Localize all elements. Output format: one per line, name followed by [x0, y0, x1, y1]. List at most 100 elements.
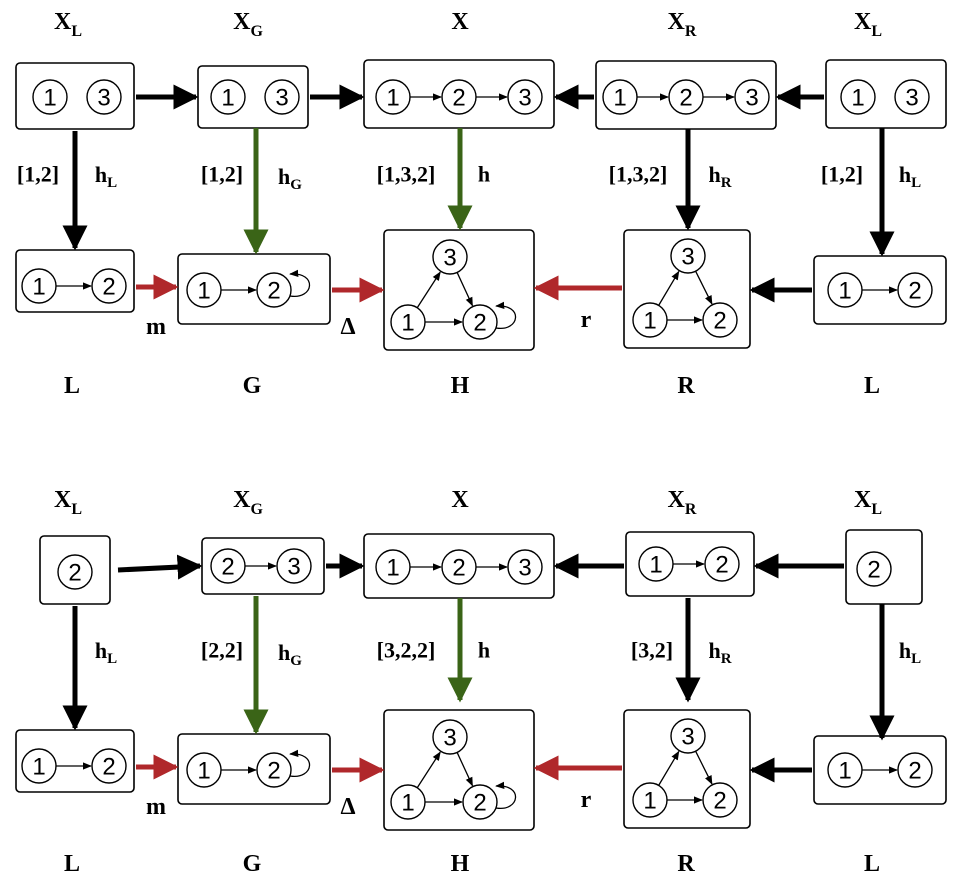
x-node-3-circle: [507, 79, 543, 115]
xl-right-node-1: 1: [840, 79, 876, 115]
h-node-2: 2: [462, 304, 498, 340]
h-node-1-label: 1: [401, 310, 414, 337]
l-right-node-1: 1: [827, 752, 863, 788]
l-left-node-2-circle: [91, 748, 127, 784]
xr-node-3: 3: [734, 79, 770, 115]
map-index-col4: [1,3,2]: [609, 162, 668, 187]
h-node-1: 1: [390, 784, 426, 820]
xg-node-1-circle: [210, 79, 246, 115]
g-node-1: 1: [186, 752, 222, 788]
label-m: m: [146, 794, 166, 820]
l-left-node-1-label: 1: [32, 274, 45, 301]
xr-node-1-label: 1: [613, 85, 626, 112]
h-node-1: 1: [390, 304, 426, 340]
xr-node-1: 1: [602, 79, 638, 115]
top-label-5: XL: [854, 487, 882, 518]
xg-node-2-circle: [264, 79, 300, 115]
l-right-node-2: 2: [897, 272, 933, 308]
xg-node-1: 1: [210, 79, 246, 115]
xl-right-node-1-label: 1: [851, 85, 864, 112]
h-node-3-label: 3: [443, 725, 456, 752]
xg-node-2-circle: [276, 548, 312, 584]
h-node-2-circle: [462, 784, 498, 820]
x-node-3-label: 3: [518, 85, 531, 112]
h-node-1-label: 1: [401, 790, 414, 817]
xl-left-node-1: 2: [57, 554, 93, 590]
r-node-1-label: 1: [643, 308, 656, 335]
map-name-col5: hL: [899, 162, 921, 192]
h-node-3-circle: [432, 719, 468, 755]
x-node-2: 2: [441, 79, 477, 115]
bottom-label-1: L: [64, 851, 80, 877]
g-node-1-label: 1: [197, 758, 210, 785]
xr-node-3-circle: [734, 79, 770, 115]
top-label-3: X: [451, 487, 469, 513]
x-node-3-label: 3: [518, 555, 531, 582]
l-right-node-2-label: 2: [908, 758, 921, 785]
xl-right-node-1: 2: [856, 551, 892, 587]
g-node-2-label: 2: [267, 758, 280, 785]
label-r: r: [581, 307, 592, 333]
r-node-1-label: 1: [643, 788, 656, 815]
g-node-2: 2: [256, 272, 292, 308]
xl-left-node-1-label: 2: [68, 560, 81, 587]
h-edge-1-3: [416, 751, 441, 789]
r-node-1: 1: [632, 782, 668, 818]
r-edge-1-3: [658, 750, 680, 786]
l-right-node-2-label: 2: [908, 278, 921, 305]
l-right-node-1: 1: [827, 272, 863, 308]
xl-left-node-2-label: 3: [97, 85, 110, 112]
r-edge-3-2: [695, 270, 713, 305]
xg-node-2: 3: [264, 79, 300, 115]
x-node-3-circle: [507, 549, 543, 585]
label-m: m: [146, 314, 166, 340]
top-label-5: XL: [854, 9, 882, 40]
r-edge-1-3: [658, 270, 680, 306]
map-name-col3: h: [478, 162, 490, 187]
x-node-1: 1: [375, 549, 411, 585]
map-index-col3: [3,2,2]: [377, 638, 436, 663]
arrow-xl-to-xg: [117, 554, 203, 580]
r-node-3-circle: [670, 238, 706, 274]
h-node-2-label: 2: [473, 310, 486, 337]
h-node-2-label: 2: [473, 790, 486, 817]
bottom-label-5: L: [864, 373, 880, 399]
x-node-3: 3: [507, 549, 543, 585]
g-self-loop: [289, 749, 311, 777]
l-left-node-1: 1: [21, 748, 57, 784]
xl-right-node-2-circle: [894, 79, 930, 115]
map-index-col1: [1,2]: [17, 162, 59, 187]
xr-node-2-label: 2: [679, 85, 692, 112]
l-left-node-2-circle: [91, 268, 127, 304]
r-node-2: 2: [702, 782, 738, 818]
bottom-label-2: G: [243, 851, 262, 877]
xg-node-2-label: 3: [275, 85, 288, 112]
g-node-2-circle: [256, 752, 292, 788]
xl-left-node-1: 1: [32, 79, 68, 115]
bottom-label-3: H: [451, 373, 470, 399]
bottom-label-1: L: [64, 373, 80, 399]
h-node-3-label: 3: [443, 245, 456, 272]
h-node-2: 2: [462, 784, 498, 820]
map-index-col5: [1,2]: [821, 162, 863, 187]
r-edge-3-2: [695, 750, 713, 785]
xl-right-node-1-label: 2: [867, 557, 880, 584]
top-label-2: XG: [233, 487, 263, 518]
bottom-label-5: L: [864, 851, 880, 877]
xl-left-node-1-circle: [32, 79, 68, 115]
map-index-col3: [1,3,2]: [377, 162, 436, 187]
xr-node-2: 2: [668, 79, 704, 115]
map-name-col2: hG: [278, 164, 302, 194]
top-label-3: X: [451, 9, 469, 35]
l-left-node-2: 2: [91, 748, 127, 784]
xl-left-node-2-circle: [86, 79, 122, 115]
r-node-2-label: 2: [713, 788, 726, 815]
h-node-3-circle: [432, 239, 468, 275]
h-edge-3-2: [456, 752, 474, 787]
xg-node-1-label: 1: [221, 85, 234, 112]
xr-node-1: 1: [638, 546, 674, 582]
xr-node-2-label: 2: [715, 552, 728, 579]
g-node-2-label: 2: [267, 278, 280, 305]
l-right-node-1-label: 1: [838, 758, 851, 785]
